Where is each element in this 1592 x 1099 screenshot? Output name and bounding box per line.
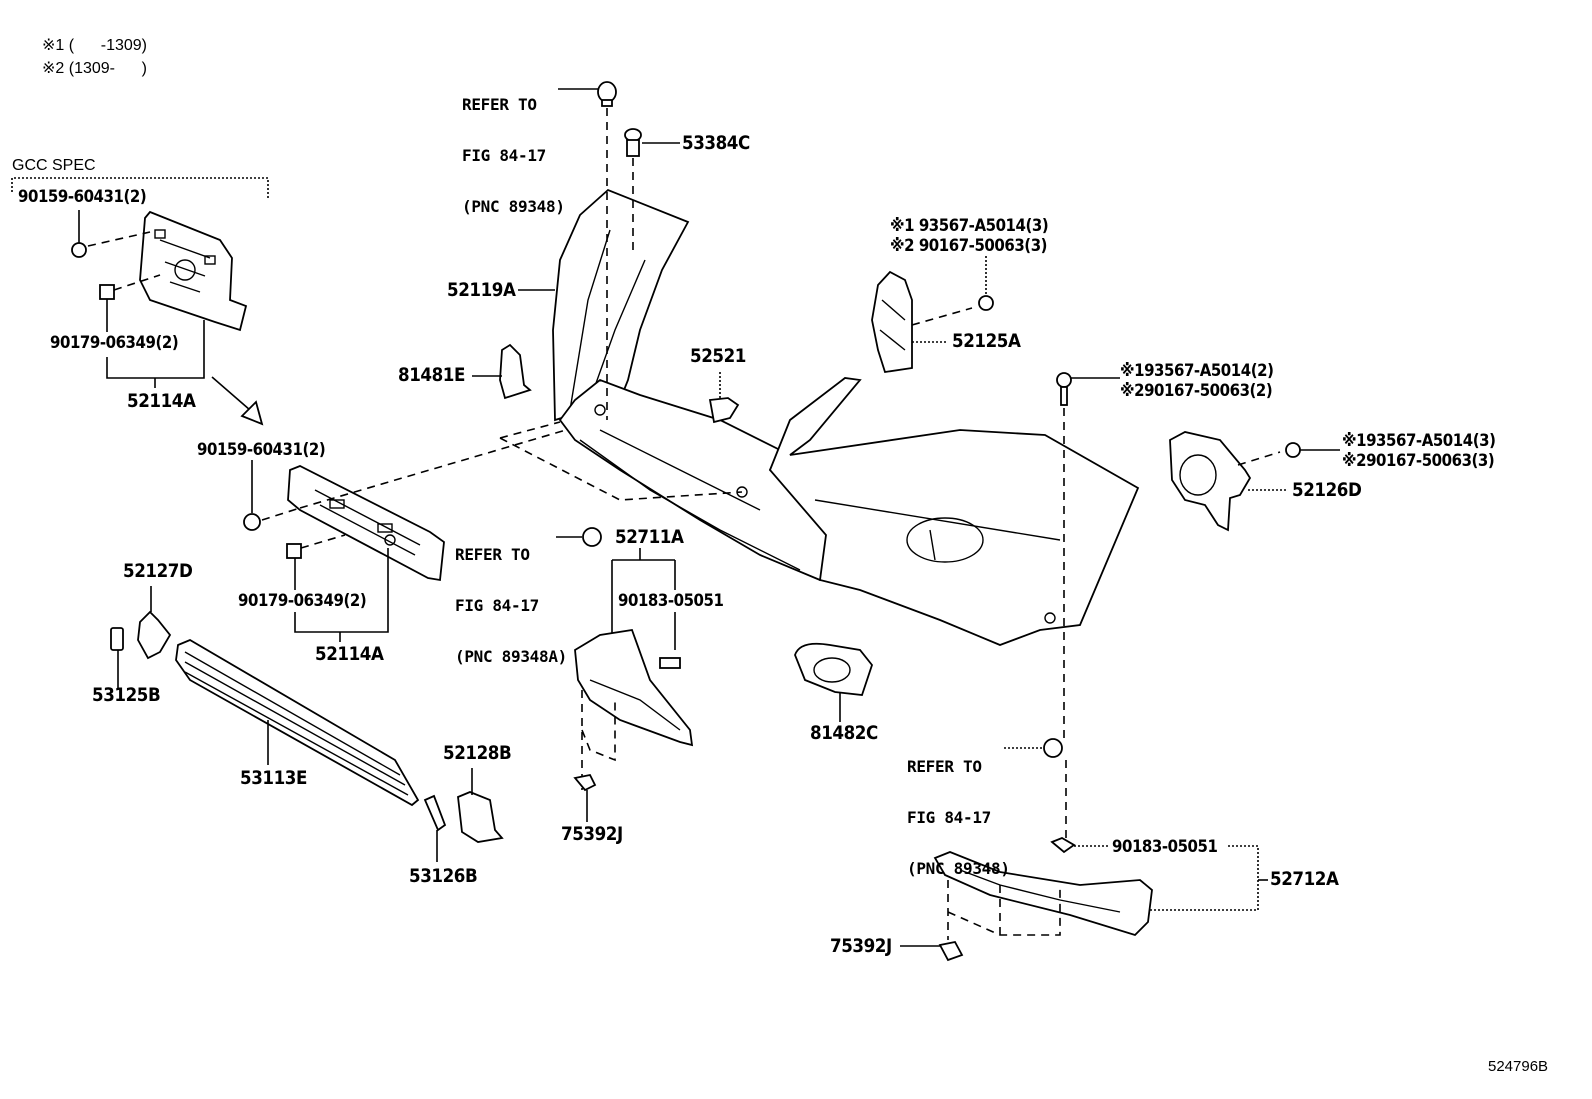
part-label-52521[interactable]: 52521 <box>690 345 746 367</box>
reference-middle[interactable]: REFER TO FIG 84-17 (PNC 89348A) <box>455 512 567 682</box>
reference-middle-line3: (PNC 89348A) <box>455 647 567 666</box>
part-label-53126B[interactable]: 53126B <box>409 865 478 887</box>
license-plate-bracket-gcc <box>139 210 248 332</box>
part-label-gcc-90159[interactable]: 90159-60431(2) <box>18 187 147 207</box>
reference-middle-line1: REFER TO <box>455 545 530 564</box>
part-label-52119A[interactable]: 52119A <box>447 279 516 301</box>
screw-icon <box>243 419 601 531</box>
clip-icon-middle <box>556 527 676 650</box>
part-label-75392J-left[interactable]: 75392J <box>561 823 623 845</box>
part-label-75392J-right[interactable]: 75392J <box>830 935 892 957</box>
part-label-52125A-bolt-2[interactable]: ※2 90167-50063(3) <box>890 236 1048 256</box>
bumper-spacer <box>708 372 740 424</box>
part-label-52126D-bolt-1[interactable]: ※193567-A5014(3) <box>1342 431 1496 451</box>
clip-icon-bottom <box>1004 738 1063 758</box>
part-label-screw-2[interactable]: ※290167-50063(2) <box>1120 381 1273 401</box>
part-label-81482C[interactable]: 81482C <box>810 722 878 744</box>
screw-icon-gcc <box>71 210 151 258</box>
part-label-gcc-90179[interactable]: 90179-06349(2) <box>50 333 179 353</box>
bumper-bracket-small <box>472 343 532 400</box>
arrow-icon <box>211 376 264 426</box>
reference-bottom-line3: (PNC 89348) <box>907 859 1010 878</box>
reference-bottom-line2: FIG 84-17 <box>907 808 991 827</box>
note-1: ※1 ( -1309) <box>42 37 147 54</box>
part-label-52126D-bolt-2[interactable]: ※290167-50063(3) <box>1342 451 1495 471</box>
part-label-52712A[interactable]: 52712A <box>1270 868 1339 890</box>
clip-icon-top <box>558 81 617 420</box>
front-bumper-cover <box>499 188 1140 646</box>
screw-icon-right <box>1056 372 1120 845</box>
part-label-52126D[interactable]: 52126D <box>1292 479 1362 501</box>
reference-middle-line2: FIG 84-17 <box>455 596 539 615</box>
grille-bracket-left <box>137 586 172 660</box>
part-label-52128B[interactable]: 52128B <box>443 742 512 764</box>
grille-bracket-right <box>457 768 504 843</box>
figure-number: 524796B <box>1488 1058 1549 1075</box>
part-label-52127D[interactable]: 52127D <box>123 560 193 582</box>
part-label-53384C[interactable]: 53384C <box>682 132 750 154</box>
part-label-81481E[interactable]: 81481E <box>398 364 465 386</box>
grille-cover-left <box>110 627 124 690</box>
lower-bumper-bracket-right <box>900 837 1268 962</box>
gcc-spec-label: GCC SPEC <box>12 157 96 174</box>
part-label-90183-right[interactable]: 90183-05051 <box>1112 837 1218 857</box>
note-2: ※2 (1309- ) <box>42 60 147 77</box>
part-label-52125A[interactable]: 52125A <box>952 330 1021 352</box>
lower-bumper-bracket-left <box>573 628 694 822</box>
fog-lamp-cover <box>794 642 874 722</box>
part-label-gcc-52114A[interactable]: 52114A <box>127 390 196 412</box>
nut-clip-icon <box>286 534 389 642</box>
part-label-52711A[interactable]: 52711A <box>615 526 684 548</box>
grille-cover-right <box>423 794 447 862</box>
reference-bottom-line1: REFER TO <box>907 757 982 776</box>
part-label-90183-left[interactable]: 90183-05051 <box>618 591 724 611</box>
license-plate-bracket <box>287 465 445 582</box>
reference-top-line3: (PNC 89348) <box>462 197 565 216</box>
reference-top-line1: REFER TO <box>462 95 537 114</box>
part-label-screw-1[interactable]: ※193567-A5014(2) <box>1120 361 1274 381</box>
part-label-52114A[interactable]: 52114A <box>315 643 384 665</box>
pin-icon <box>624 128 680 250</box>
nut-clip-icon-gcc <box>99 274 205 388</box>
part-label-53125B[interactable]: 53125B <box>92 684 161 706</box>
gcc-spec-bracket <box>11 177 269 198</box>
part-label-53113E[interactable]: 53113E <box>240 767 307 789</box>
side-retainer <box>871 256 994 374</box>
part-label-90179[interactable]: 90179-06349(2) <box>238 591 367 611</box>
reference-top-line2: FIG 84-17 <box>462 146 546 165</box>
part-label-52125A-bolt-1[interactable]: ※1 93567-A5014(3) <box>890 216 1049 236</box>
reference-top[interactable]: REFER TO FIG 84-17 (PNC 89348) <box>462 62 565 232</box>
lower-grille <box>175 638 420 807</box>
side-support-bracket <box>1169 431 1340 532</box>
part-label-90159[interactable]: 90159-60431(2) <box>197 440 326 460</box>
reference-bottom[interactable]: REFER TO FIG 84-17 (PNC 89348) <box>907 724 1010 894</box>
